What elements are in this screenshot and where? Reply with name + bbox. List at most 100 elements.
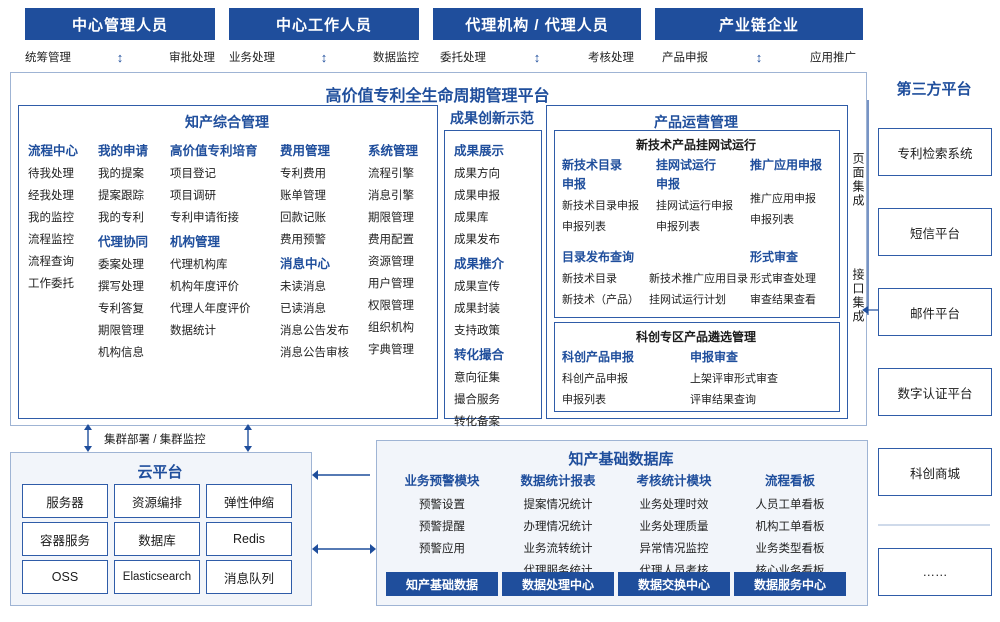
col-item-2-0[interactable]: 项目登记 — [170, 168, 216, 180]
sub2-item-1-0[interactable]: 上架评审形式审查 — [690, 373, 778, 385]
col-item-2-2[interactable]: 专利申请衔接 — [170, 212, 239, 224]
col-item-3-1[interactable]: 账单管理 — [280, 190, 326, 202]
sub1-item-5-1[interactable]: 审查结果查看 — [750, 294, 816, 306]
sub1-item-0-0[interactable]: 新技术目录申报 — [562, 200, 639, 212]
db-col-item-2-2[interactable]: 异常情况监控 — [639, 543, 709, 555]
role-bar-3[interactable]: 产业链企业 — [655, 8, 863, 40]
mid-item-0-0[interactable]: 成果方向 — [454, 168, 500, 180]
col-item-3b-1[interactable]: 已读消息 — [280, 303, 326, 315]
sub1-item-3-0[interactable]: 新技术目录 — [562, 273, 617, 285]
cloud-cell-4[interactable]: 数据库 — [114, 522, 200, 556]
mid-item-2-1[interactable]: 撮合服务 — [454, 394, 500, 406]
sub2-item-0-0[interactable]: 科创产品申报 — [562, 373, 628, 385]
col-item-1b-4[interactable]: 机构信息 — [98, 347, 144, 359]
col-item-4-3[interactable]: 费用配置 — [368, 234, 414, 246]
col-item-2b-3[interactable]: 数据统计 — [170, 325, 216, 337]
sub1-item-2-0[interactable]: 推广应用申报 — [750, 193, 816, 205]
third-party-item-2[interactable]: 邮件平台 — [878, 288, 992, 336]
col-item-4-6[interactable]: 权限管理 — [368, 300, 414, 312]
col-item-2b-2[interactable]: 代理人年度评价 — [170, 303, 251, 315]
cloud-cell-2[interactable]: 弹性伸缩 — [206, 484, 292, 518]
col-item-0-3[interactable]: 流程监控 — [28, 234, 74, 246]
col-item-2b-0[interactable]: 代理机构库 — [170, 259, 228, 271]
mid-item-2-2[interactable]: 转化备案 — [454, 416, 500, 428]
col-item-1b-0[interactable]: 委案处理 — [98, 259, 144, 271]
third-party-item-0[interactable]: 专利检索系统 — [878, 128, 992, 176]
col-item-0-4[interactable]: 流程查询 — [28, 256, 74, 268]
col-item-3b-0[interactable]: 未读消息 — [280, 281, 326, 293]
db-col-item-3-2[interactable]: 业务类型看板 — [755, 543, 825, 555]
cloud-cell-6[interactable]: OSS — [22, 560, 108, 594]
col-item-4-4[interactable]: 资源管理 — [368, 256, 414, 268]
db-col-item-0-2[interactable]: 预警应用 — [419, 543, 465, 555]
col-item-1-2[interactable]: 我的专利 — [98, 212, 144, 224]
db-col-item-3-0[interactable]: 人员工单看板 — [755, 499, 825, 511]
col-item-4-2[interactable]: 期限管理 — [368, 212, 414, 224]
col-item-4-0[interactable]: 流程引擎 — [368, 168, 414, 180]
db-col-item-0-0[interactable]: 预警设置 — [419, 499, 465, 511]
col-item-3b-3[interactable]: 消息公告审核 — [280, 347, 349, 359]
db-col-item-0-1[interactable]: 预警提醒 — [419, 521, 465, 533]
cloud-cell-7[interactable]: Elasticsearch — [114, 560, 200, 594]
col-item-1b-3[interactable]: 期限管理 — [98, 325, 144, 337]
mid-item-1-1[interactable]: 成果封装 — [454, 303, 500, 315]
role-bar-2[interactable]: 代理机构 / 代理人员 — [433, 8, 641, 40]
sub1-item-2-1[interactable]: 申报列表 — [750, 214, 794, 226]
col-item-0-1[interactable]: 经我处理 — [28, 190, 74, 202]
sub1-item-3-1[interactable]: 新技术（产品） — [562, 294, 639, 306]
third-party-item-3[interactable]: 数字认证平台 — [878, 368, 992, 416]
col-item-3-0[interactable]: 专利费用 — [280, 168, 326, 180]
col-item-3b-2[interactable]: 消息公告发布 — [280, 325, 349, 337]
db-footer-3[interactable]: 数据服务中心 — [734, 572, 846, 596]
mid-item-0-3[interactable]: 成果发布 — [454, 234, 500, 246]
col-item-0-2[interactable]: 我的监控 — [28, 212, 74, 224]
db-col-item-2-1[interactable]: 业务处理质量 — [639, 521, 709, 533]
db-col-item-1-1[interactable]: 办理情况统计 — [523, 521, 593, 533]
col-item-1-0[interactable]: 我的提案 — [98, 168, 144, 180]
db-footer-2[interactable]: 数据交换中心 — [618, 572, 730, 596]
db-col-item-1-2[interactable]: 业务流转统计 — [523, 543, 593, 555]
col-item-1b-2[interactable]: 专利答复 — [98, 303, 144, 315]
sub1-item-0-1[interactable]: 申报列表 — [562, 221, 606, 233]
col-item-2b-1[interactable]: 机构年度评价 — [170, 281, 239, 293]
col-item-4-5[interactable]: 用户管理 — [368, 278, 414, 290]
col-item-2-1[interactable]: 项目调研 — [170, 190, 216, 202]
role-bar-0[interactable]: 中心管理人员 — [25, 8, 215, 40]
cloud-cell-5[interactable]: Redis — [206, 522, 292, 556]
sub1-item-5-0[interactable]: 形式审查处理 — [750, 273, 816, 285]
db-col-title-1: 数据统计报表 — [520, 474, 596, 488]
mid-item-0-1[interactable]: 成果申报 — [454, 190, 500, 202]
db-col-item-2-0[interactable]: 业务处理时效 — [639, 499, 709, 511]
mid-item-0-2[interactable]: 成果库 — [454, 212, 489, 224]
third-party-item-5[interactable]: …… — [878, 548, 992, 596]
cloud-cell-0[interactable]: 服务器 — [22, 484, 108, 518]
col-item-1b-1[interactable]: 撰写处理 — [98, 281, 144, 293]
sub2-item-0-1[interactable]: 申报列表 — [562, 394, 606, 406]
sub1-item-1-0[interactable]: 挂网试运行申报 — [656, 200, 733, 212]
db-footer-1[interactable]: 数据处理中心 — [502, 572, 614, 596]
cloud-cell-3[interactable]: 容器服务 — [22, 522, 108, 556]
cloud-cell-8[interactable]: 消息队列 — [206, 560, 292, 594]
col-item-1-1[interactable]: 提案跟踪 — [98, 190, 144, 202]
sub1-item-4-1[interactable]: 挂网试运行计划 — [649, 294, 726, 306]
db-footer-0[interactable]: 知产基础数据 — [386, 572, 498, 596]
col-item-0-0[interactable]: 待我处理 — [28, 168, 74, 180]
third-party-item-4[interactable]: 科创商城 — [878, 448, 992, 496]
third-party-item-1[interactable]: 短信平台 — [878, 208, 992, 256]
col-item-4-8[interactable]: 字典管理 — [368, 344, 414, 356]
col-item-0-5[interactable]: 工作委托 — [28, 278, 74, 290]
col-item-3-2[interactable]: 回款记账 — [280, 212, 326, 224]
col-item-4-1[interactable]: 消息引擎 — [368, 190, 414, 202]
sub1-item-1-1[interactable]: 申报列表 — [656, 221, 700, 233]
mid-item-2-0[interactable]: 意向征集 — [454, 372, 500, 384]
mid-item-1-2[interactable]: 支持政策 — [454, 325, 500, 337]
col-item-3-3[interactable]: 费用预警 — [280, 234, 326, 246]
sub1-item-4-0[interactable]: 新技术推广应用目录 — [649, 273, 748, 285]
role-bar-1[interactable]: 中心工作人员 — [229, 8, 419, 40]
cloud-cell-1[interactable]: 资源编排 — [114, 484, 200, 518]
mid-item-1-0[interactable]: 成果宣传 — [454, 281, 500, 293]
col-item-4-7[interactable]: 组织机构 — [368, 322, 414, 334]
db-col-item-1-0[interactable]: 提案情况统计 — [523, 499, 593, 511]
db-col-item-3-1[interactable]: 机构工单看板 — [755, 521, 825, 533]
sub2-item-1-1[interactable]: 评审结果查询 — [690, 394, 756, 406]
